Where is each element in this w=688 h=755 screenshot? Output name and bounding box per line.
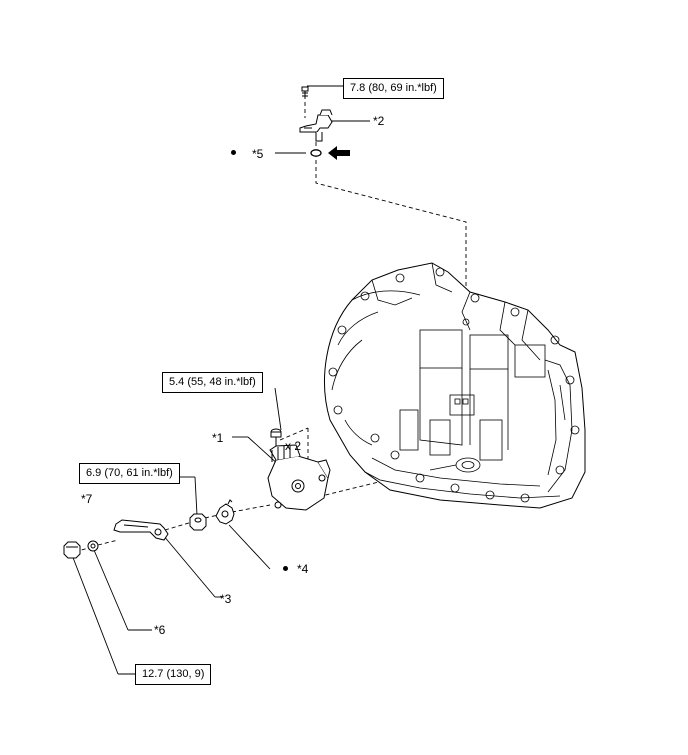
callout-2: *2 xyxy=(373,114,385,128)
leader-lines xyxy=(71,85,370,675)
non-reusable-dot-4 xyxy=(283,566,288,571)
callout-3: *3 xyxy=(220,592,232,606)
torque-switch-bolt: 5.4 (55, 48 in.*lbf) xyxy=(162,372,263,393)
callout-7: *7 xyxy=(81,492,93,506)
park-neutral-switch-icon xyxy=(267,444,331,511)
outer-nut-icon xyxy=(63,541,81,559)
torque-sensor-bolt: 7.8 (80, 69 in.*lbf) xyxy=(343,78,444,99)
callout-5: *5 xyxy=(252,147,264,161)
torque-lever-nut: 6.9 (70, 61 in.*lbf) xyxy=(79,463,180,484)
sensor-bolt-icon xyxy=(301,86,309,99)
o-ring-icon xyxy=(310,149,322,157)
control-shaft-lever-icon xyxy=(113,519,169,541)
lever-nut-icon xyxy=(189,513,207,531)
transaxle-housing xyxy=(324,262,586,509)
non-reusable-dot-5 xyxy=(231,150,236,155)
switch-bolt-icon xyxy=(270,428,282,446)
callout-1: *1 xyxy=(212,431,224,445)
callout-4: *4 xyxy=(297,562,309,576)
transaxle-detail-lines xyxy=(328,262,580,503)
torque-outer-nut: 12.7 (130, 9) xyxy=(135,664,212,685)
speed-sensor-icon xyxy=(299,109,333,142)
install-direction-arrow-icon xyxy=(328,146,350,160)
quantity-label: x 2 xyxy=(285,439,302,453)
lock-washer-icon xyxy=(215,499,235,525)
callout-6: *6 xyxy=(154,623,166,637)
washer-icon xyxy=(87,540,99,552)
